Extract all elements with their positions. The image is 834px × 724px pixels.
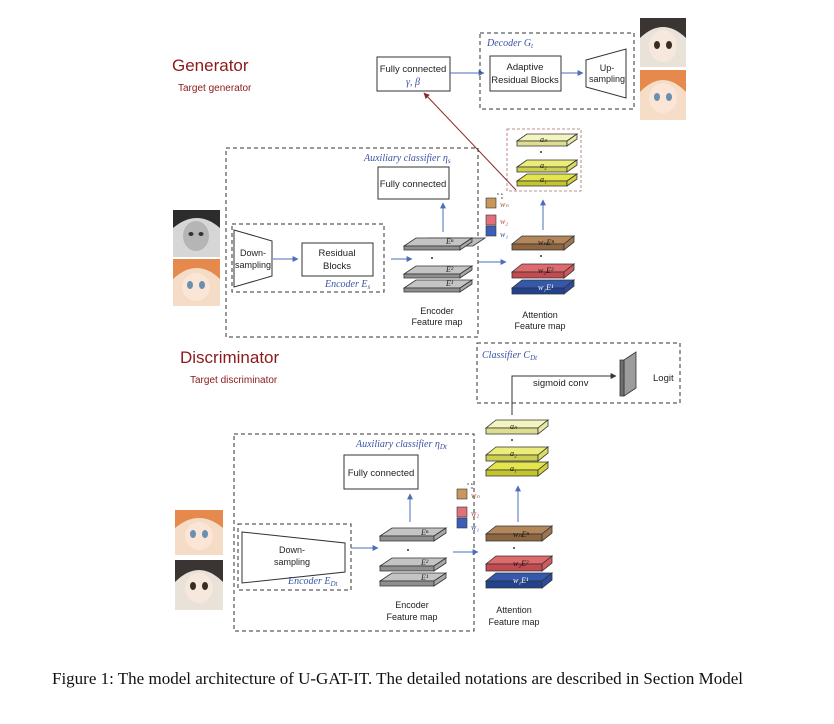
gen-fmap-1-label: E¹	[445, 279, 454, 288]
disc-aux-fc-box	[343, 454, 419, 490]
gen-residual-box	[301, 242, 374, 277]
gen-output-image-top	[640, 18, 686, 67]
gen-a-2-label: a₂	[540, 161, 547, 170]
gen-upsampling-trapezoid	[585, 48, 627, 99]
gen-aux-fc-label: Fully connected	[380, 179, 447, 190]
gen-input-image-top	[173, 210, 220, 257]
gen-encoder-fmap-caption-2: Feature map	[411, 317, 462, 327]
gen-adaptive-residual-box	[489, 55, 562, 92]
disc-encoder-label: Encoder EDt	[287, 576, 339, 588]
gen-upsampling-label-2: sampling	[589, 74, 625, 84]
disc-classifier-label: Classifier CDt	[482, 350, 538, 362]
disc-encoder-box	[237, 523, 352, 591]
gen-decoder-label: Decoder Gt	[486, 38, 534, 50]
gen-weight-1-label: w₁	[500, 230, 508, 239]
gen-adaptive-label-1: Adaptive	[507, 62, 544, 73]
disc-classifier-box	[476, 342, 681, 404]
gen-attn-n-label: wₙEⁿ	[538, 238, 554, 247]
disc-input-image-bottom	[175, 560, 223, 610]
disc-aux-fc-label: Fully connected	[348, 468, 415, 479]
disc-to-logit-arrow	[511, 373, 617, 415]
disc-weight-1-label: w₁	[471, 523, 479, 532]
gen-attention-fmap-caption-1: Attention	[522, 310, 558, 320]
disc-input-image-top	[175, 510, 223, 555]
gen-attn-1-label: w₁E¹	[538, 283, 554, 292]
gen-weight-cubes: wₙ w₂ w₁	[485, 193, 509, 239]
gen-attention-to-fc-arrow	[423, 92, 517, 191]
gen-a-dashed-box	[506, 128, 582, 192]
gen-downsampling-label-1: Down-	[240, 248, 266, 258]
disc-attn-2-label: w₂E²	[513, 559, 529, 568]
disc-a-n-label: aₙ	[510, 422, 518, 431]
gen-weight-2-label: w₂	[500, 217, 508, 226]
disc-aux-classifier-box	[233, 433, 475, 632]
disc-downsampling-trapezoid	[241, 531, 346, 584]
gen-input-image-bottom	[173, 259, 220, 306]
disc-fmap-2-label: E²	[420, 558, 429, 567]
gen-a-stack: aₙ a₂ a₁	[515, 133, 579, 187]
gen-adaptive-label-2: Residual Blocks	[491, 75, 559, 86]
gen-fmap-2-label: E²	[445, 265, 454, 274]
gen-encoder-label: Encoder Es	[324, 279, 371, 291]
gen-weight-n-label: wₙ	[500, 200, 509, 209]
gen-residual-label-1: Residual	[319, 248, 356, 259]
gen-downsampling-label-2: sampling	[235, 260, 271, 270]
discriminator-subtitle: Target discriminator	[190, 375, 278, 386]
disc-logit-label: Logit	[653, 373, 674, 384]
gen-a-1-label: a₁	[540, 175, 547, 184]
generator-title: Generator	[172, 56, 249, 75]
gen-encoder-fmap-caption-1: Encoder	[420, 306, 454, 316]
disc-a-stack: aₙ a₂ a₁	[484, 419, 550, 477]
gen-output-image-bottom	[640, 70, 686, 120]
gen-fc-gamma-beta-box	[376, 56, 451, 92]
gen-downsampling-trapezoid	[233, 229, 273, 288]
gen-attention-fmap-stack: wₙEⁿ w₂E² w₁E¹	[510, 235, 576, 295]
gen-aux-fc-box	[377, 166, 450, 200]
disc-weight-2-label: w₂	[471, 509, 479, 518]
gen-residual-label-2: Blocks	[323, 261, 351, 272]
disc-a-2-label: a₂	[510, 449, 517, 458]
disc-fmap-1-label: E¹	[420, 573, 429, 582]
disc-sigmoid-label: sigmoid conv	[533, 378, 589, 389]
gen-attn-2-label: w₂E²	[538, 266, 554, 275]
disc-weight-cubes: wₙ w₂ w₁	[456, 483, 480, 532]
disc-attention-fmap-caption-1: Attention	[496, 605, 532, 615]
disc-weight-n-label: wₙ	[471, 491, 480, 500]
disc-logit-slab	[619, 351, 637, 397]
disc-encoder-fmap-caption-1: Encoder	[395, 600, 429, 610]
gen-upsampling-label-1: Up-	[600, 63, 615, 73]
disc-a-1-label: a₁	[510, 464, 517, 473]
gen-encoder-fmap-stack: Eⁿ E² E¹	[402, 237, 487, 293]
gen-a-n-label: aₙ	[540, 135, 548, 144]
gen-fc-label: Fully connected	[380, 64, 447, 75]
gen-decoder-box	[479, 32, 635, 110]
generator-subtitle: Target generator	[178, 83, 252, 94]
disc-downsampling-label-1: Down-	[279, 545, 305, 555]
disc-aux-classifier-label: Auxiliary classifier ηDt	[355, 439, 448, 451]
disc-encoder-fmap-caption-2: Feature map	[386, 612, 437, 622]
disc-encoder-fmap-stack: Eⁿ E² E¹	[378, 527, 448, 587]
discriminator-title: Discriminator	[180, 348, 280, 367]
disc-fmap-n-label: Eⁿ	[420, 528, 429, 537]
gen-encoder-box	[231, 223, 385, 293]
gen-attention-fmap-caption-2: Feature map	[514, 321, 565, 331]
gen-fmap-n-label: Eⁿ	[445, 237, 454, 246]
disc-attention-fmap-caption-2: Feature map	[488, 617, 539, 627]
gen-fc-params: γ, β	[406, 77, 420, 88]
gen-aux-classifier-label: Auxiliary classifier ηs	[363, 153, 451, 165]
disc-downsampling-label-2: sampling	[274, 557, 310, 567]
figure-caption: Figure 1: The model architecture of U-GA…	[52, 669, 743, 688]
disc-attn-n-label: wₙEⁿ	[513, 530, 529, 539]
disc-attention-fmap-stack: wₙEⁿ w₂E² w₁E¹	[484, 525, 554, 589]
disc-attn-1-label: w₁E¹	[513, 576, 529, 585]
